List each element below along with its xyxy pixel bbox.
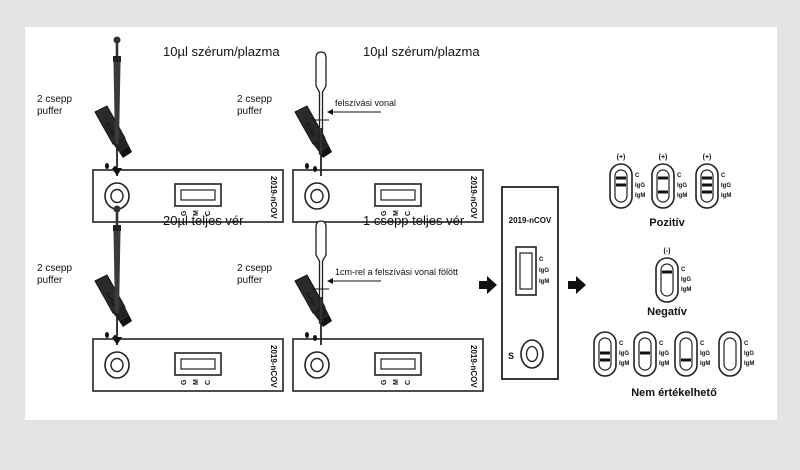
result-band (702, 176, 712, 180)
negative-sign: (-) (664, 248, 671, 255)
result-band (702, 183, 712, 187)
cassette-brand-label: 2019-nCOV (469, 345, 478, 388)
cassette-brand-label: 2019-nCOV (469, 176, 478, 219)
window-letter: G (181, 210, 188, 216)
volume-label: 10µl szérum/plazma (163, 44, 280, 59)
result-line-label: IgG (659, 351, 669, 357)
positive-sign: (+) (659, 154, 668, 161)
window-letter: G (181, 379, 188, 385)
volume-label: 10µl szérum/plazma (363, 44, 480, 59)
result-line-label: IgG (744, 351, 754, 357)
positive-sign: (+) (703, 154, 712, 161)
result-line-label: IgM (619, 361, 629, 367)
line-note: 1cm-rel a felszívási vonal fölött (335, 267, 459, 277)
window-letter: M (393, 210, 400, 216)
result-band (600, 358, 610, 362)
result-band (616, 183, 626, 187)
sample-well-inner (525, 345, 539, 363)
big-cassette-line-label: IgG (539, 268, 549, 274)
next-step-arrow-icon (479, 276, 497, 294)
window-letter: C (205, 211, 212, 216)
positive-sign: (+) (617, 154, 626, 161)
dropper-icon (315, 220, 327, 346)
invalid-title: Nem értékelhető (631, 387, 717, 399)
result-line-label: IgM (700, 361, 710, 367)
result-line-label: IgM (677, 193, 687, 199)
dropper-icon (315, 51, 327, 177)
result-band (616, 176, 626, 180)
result-band (600, 351, 610, 355)
result-band (662, 270, 672, 274)
result-line-label: C (659, 341, 664, 347)
drop-icon (105, 332, 109, 338)
window-letter: M (193, 210, 200, 216)
result-strip (656, 169, 670, 203)
result-line-label: C (681, 267, 686, 273)
result-line-label: IgM (721, 193, 731, 199)
sample-mark: S (508, 351, 514, 361)
drop-icon (313, 166, 317, 172)
drop-icon (313, 335, 317, 341)
drop-icon (105, 163, 109, 169)
result-line-label: C (700, 341, 705, 347)
result-line-label: C (744, 341, 749, 347)
pipette-icon (112, 36, 122, 176)
window-letter: G (381, 210, 388, 216)
big-cassette-line-label: IgM (539, 279, 549, 285)
window-letter: C (205, 380, 212, 385)
result-band (658, 176, 668, 180)
result-band (681, 358, 691, 362)
result-line-label: C (721, 173, 726, 179)
result-band (702, 190, 712, 194)
big-cassette-line-label: C (539, 257, 544, 263)
drop-icon (305, 332, 309, 338)
result-line-label: C (677, 173, 682, 179)
drop-icon (305, 163, 309, 169)
positive-title: Pozitív (649, 217, 685, 229)
result-band (640, 351, 650, 355)
big-cassette-brand: 2019-nCOV (509, 216, 552, 225)
result-strip (660, 263, 674, 297)
volume-label: 20µl teljes vér (163, 213, 244, 228)
result-line-label: IgG (677, 183, 687, 189)
result-line-label: IgG (721, 183, 731, 189)
window-letter: C (405, 380, 412, 385)
test-cassette (92, 338, 284, 392)
result-band (658, 190, 668, 194)
result-line-label: C (635, 173, 640, 179)
result-line-label: IgG (681, 277, 691, 283)
result-line-label: IgG (700, 351, 710, 357)
big-cassette-strip (519, 252, 533, 290)
pipette-icon (112, 205, 122, 345)
window-letter: M (393, 379, 400, 385)
window-letter: M (193, 379, 200, 385)
window-letter: C (405, 211, 412, 216)
result-line-label: IgG (635, 183, 645, 189)
result-line-label: IgM (659, 361, 669, 367)
volume-label: 1 csepp teljes vér (363, 213, 465, 228)
result-strip (679, 337, 693, 371)
result-strip (723, 337, 737, 371)
result-line-label: IgM (681, 287, 691, 293)
result-line-label: IgM (635, 193, 645, 199)
test-cassette (292, 338, 484, 392)
result-line-label: C (619, 341, 624, 347)
result-line-label: IgG (619, 351, 629, 357)
result-line-label: IgM (744, 361, 754, 367)
window-letter: G (381, 379, 388, 385)
cassette-brand-label: 2019-nCOV (269, 176, 278, 219)
arrow-head-icon (327, 278, 333, 284)
arrow-head-icon (327, 109, 333, 115)
cassette-brand-label: 2019-nCOV (269, 345, 278, 388)
negative-title: Negatív (647, 306, 688, 318)
next-step-arrow-icon (568, 276, 586, 294)
line-note: felszívási vonal (335, 98, 396, 108)
